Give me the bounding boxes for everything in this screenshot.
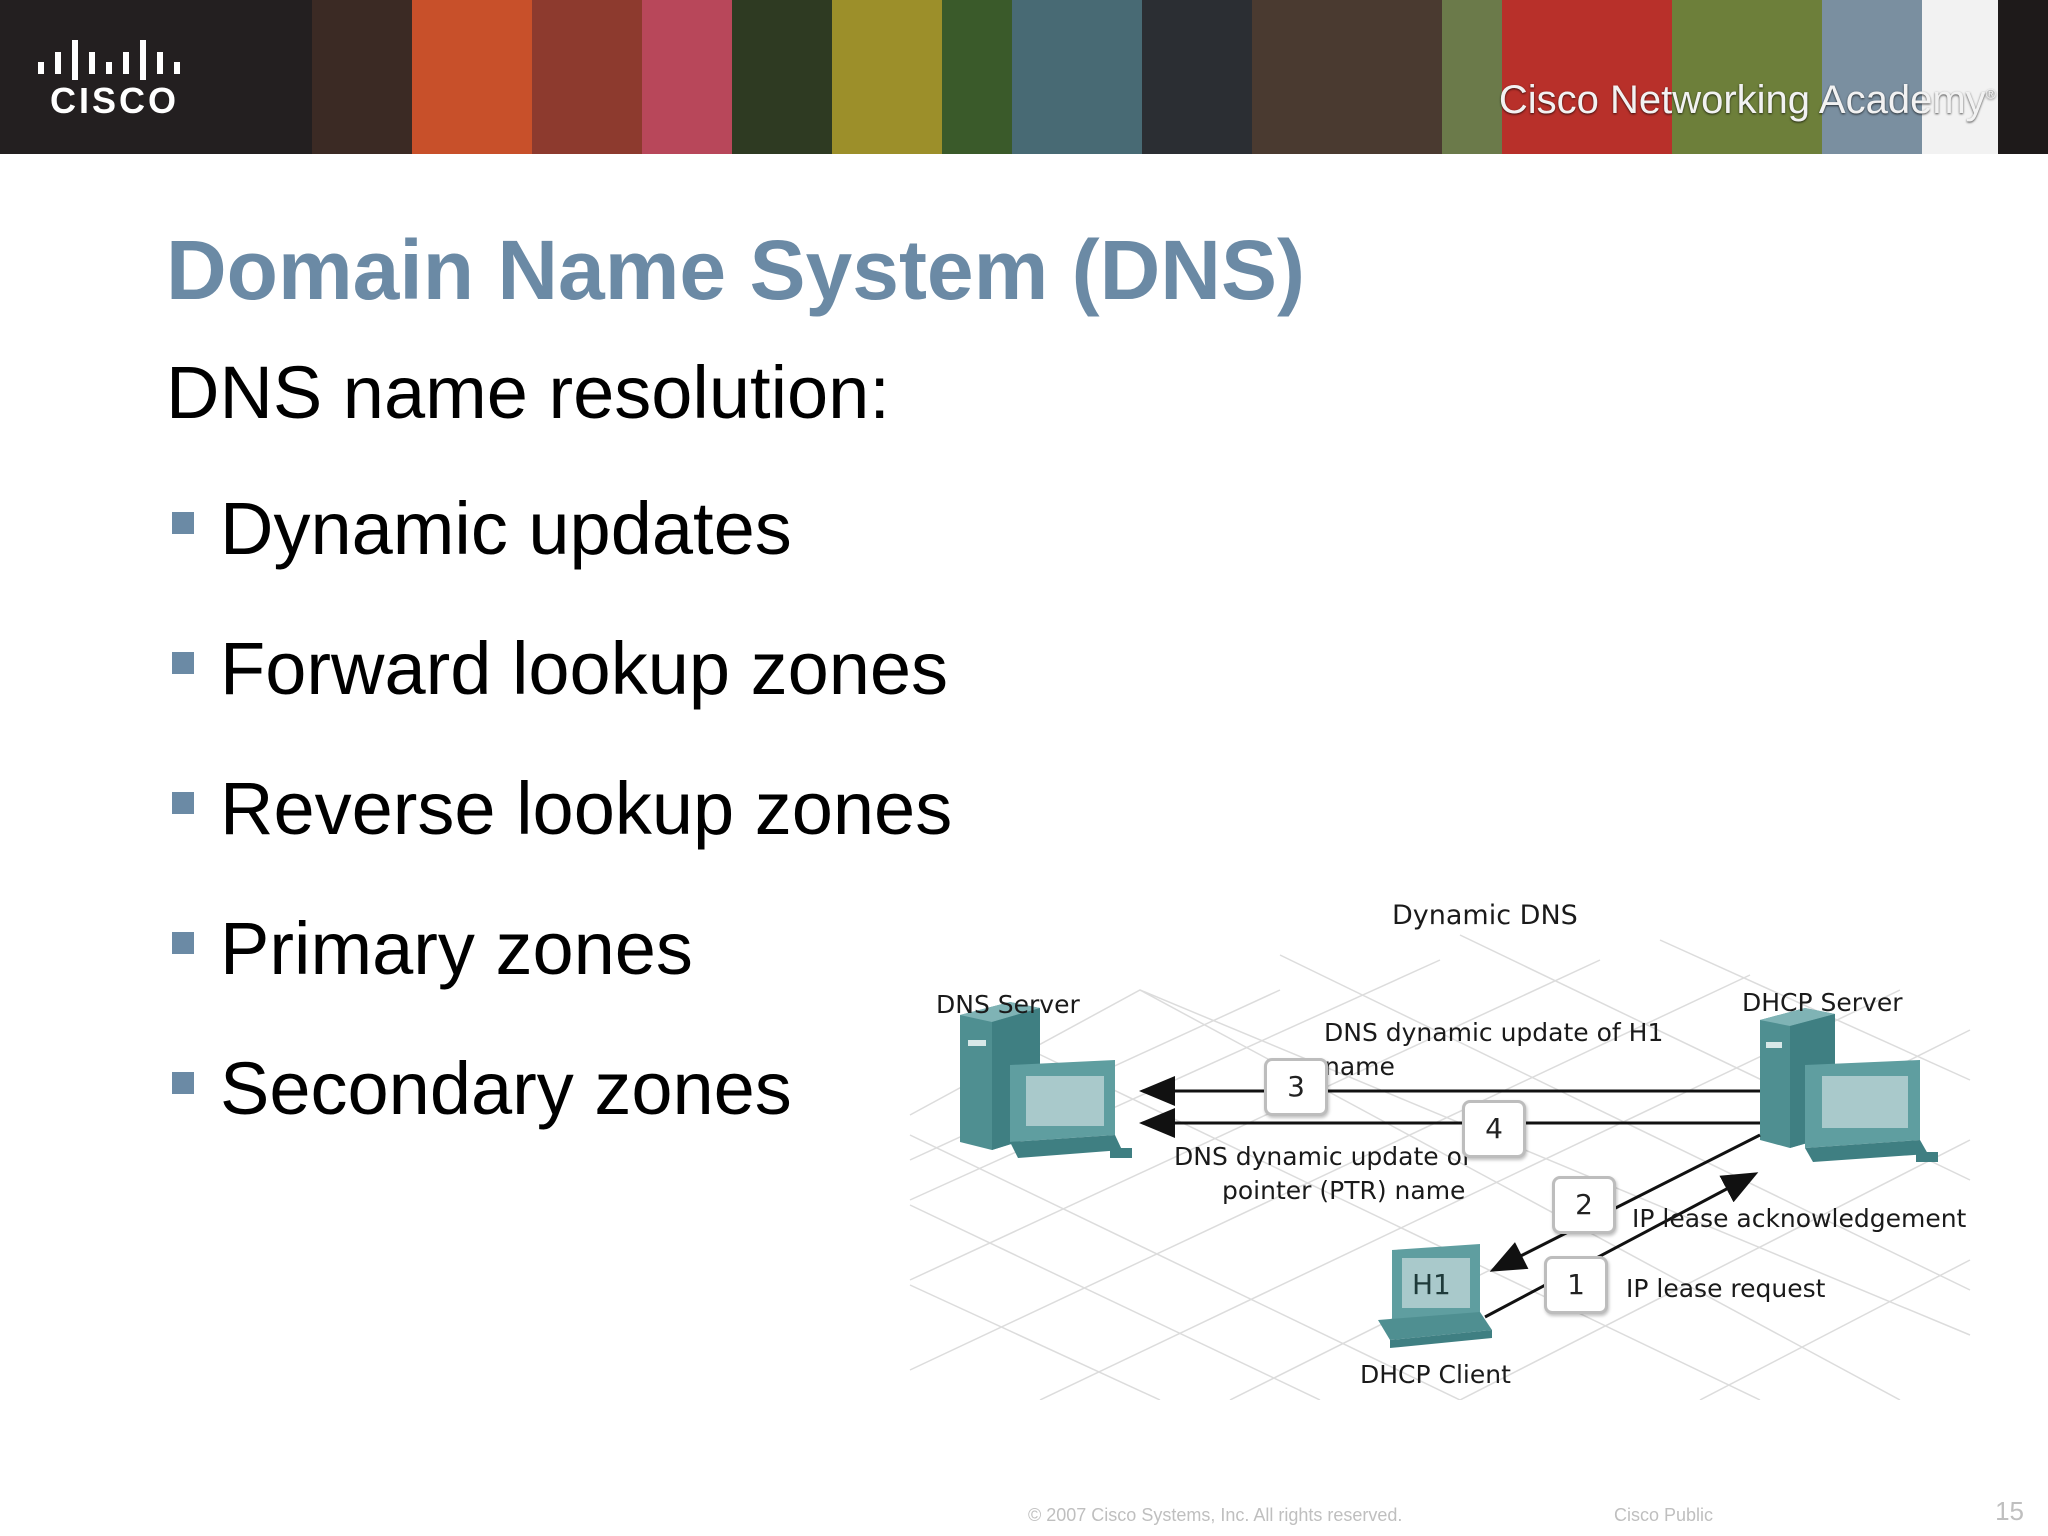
bullet-list: Dynamic updates Forward lookup zones Rev… (166, 486, 952, 1186)
bullet-text: Primary zones (220, 907, 693, 990)
cisco-wordmark: CISCO (50, 80, 180, 121)
bullet-item: Dynamic updates (166, 486, 952, 626)
dns-server-label: DNS Server (936, 990, 1080, 1019)
cisco-bridge-icon (38, 40, 180, 80)
slide-subtitle: DNS name resolution: (166, 351, 890, 434)
flow-arrows (1139, 1076, 1761, 1319)
bullet-square-icon (172, 512, 194, 534)
dhcp-client-label: DHCP Client (1360, 1360, 1511, 1389)
step-2-badge: 2 (1552, 1176, 1616, 1234)
step2-description: IP lease acknowledgement (1632, 1204, 1967, 1233)
footer-copyright: © 2007 Cisco Systems, Inc. All rights re… (1028, 1505, 1403, 1525)
diagram-title: Dynamic DNS (1392, 900, 1578, 931)
dns-server-icon (960, 1002, 1132, 1158)
header-banner: CISCO Cisco Networking Academy® (0, 0, 2048, 154)
client-screen-label: H1 (1412, 1268, 1451, 1301)
dhcp-server-label: DHCP Server (1742, 988, 1903, 1017)
bullet-square-icon (172, 932, 194, 954)
step4-description-line2: pointer (PTR) name (1222, 1176, 1466, 1205)
dynamic-dns-diagram: Dynamic DNS DNS Server DHCP Server DHCP … (900, 880, 1980, 1400)
footer-classification: Cisco Public (1614, 1505, 1714, 1525)
page-number: 15 (1995, 1496, 2024, 1526)
dhcp-client-icon (1378, 1244, 1492, 1348)
bullet-square-icon (172, 792, 194, 814)
academy-text: Cisco Networking Academy (1498, 78, 1986, 122)
bullet-text: Forward lookup zones (220, 627, 949, 710)
bullet-square-icon (172, 1072, 194, 1094)
bullet-text: Reverse lookup zones (220, 767, 953, 850)
bullet-text: Secondary zones (220, 1047, 792, 1130)
registered-mark: ® (1985, 85, 1996, 102)
bullet-item: Primary zones (166, 906, 952, 1046)
bullet-item: Forward lookup zones (166, 626, 952, 766)
step4-description-line1: DNS dynamic update of (1174, 1142, 1471, 1171)
slide-title: Domain Name System (DNS) (166, 223, 1305, 317)
step1-description: IP lease request (1626, 1274, 1826, 1303)
cisco-logo: CISCO (0, 0, 312, 154)
step-1-badge: 1 (1544, 1256, 1608, 1314)
banner-photo-collage (312, 0, 2048, 154)
dhcp-server-icon (1760, 1008, 1938, 1162)
diagram-graphics (909, 934, 1971, 1400)
bullet-item: Reverse lookup zones (166, 766, 952, 906)
bullet-item: Secondary zones (166, 1046, 952, 1186)
step3-description-line2: name (1324, 1052, 1395, 1081)
step-4-badge: 4 (1462, 1100, 1526, 1158)
academy-title: Cisco Networking Academy® (1499, 78, 1996, 123)
step3-description-line1: DNS dynamic update of H1 (1324, 1018, 1664, 1047)
bullet-square-icon (172, 652, 194, 674)
step-3-badge: 3 (1264, 1058, 1328, 1116)
bullet-text: Dynamic updates (220, 487, 792, 570)
